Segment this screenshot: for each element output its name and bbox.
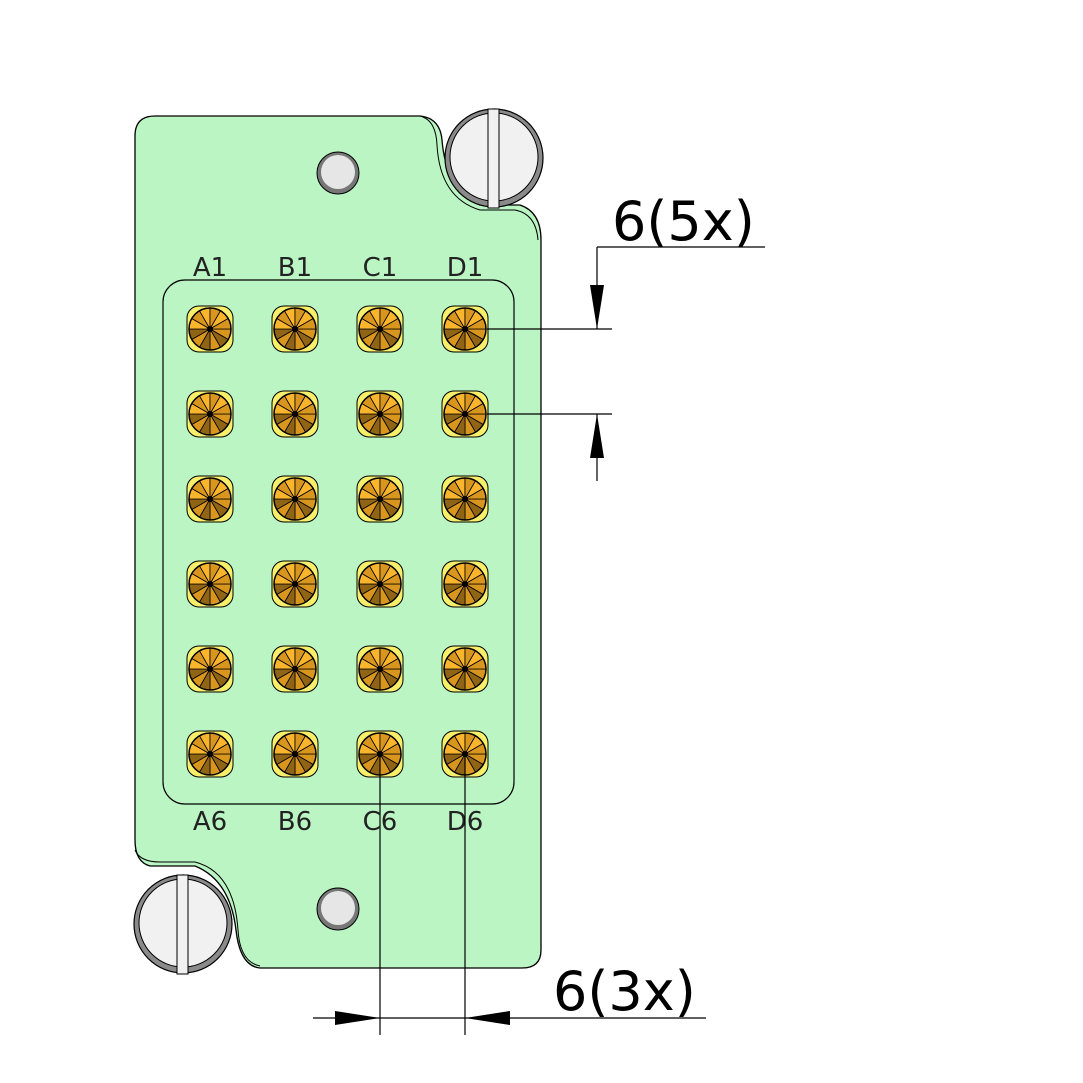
contact-pin [356,560,404,608]
contact-pin [186,730,234,778]
connector-board [134,115,542,969]
screw-bottom-left [133,874,233,975]
corner-notch-line [134,849,261,967]
column-label-top: C1 [363,253,398,283]
contact-pin [356,305,404,353]
guide-pin-bottom [316,887,360,931]
contact-pin [441,645,489,693]
contact-pin [356,645,404,693]
dimension-vertical-pitch [487,246,765,481]
contact-pin [186,560,234,608]
dimension-horizontal-pitch [313,754,706,1035]
contact-pin [441,390,489,438]
corner-notch-line [419,115,539,241]
contact-pin [441,475,489,523]
screw-top-right [444,108,544,209]
contact-field-outline [162,279,515,805]
contact-pin [441,560,489,608]
column-label-top: B1 [278,253,312,283]
contact-pin [356,390,404,438]
contact-pin [271,730,319,778]
contact-pin [271,390,319,438]
contact-pin [186,645,234,693]
contact-pin [186,305,234,353]
contact-pin [441,305,489,353]
dimension-label-horizontal: 6(3x) [553,960,696,1023]
column-label-bottom: A6 [193,807,227,837]
column-label-bottom: B6 [278,807,312,837]
dimension-label-vertical: 6(5x) [612,190,755,253]
guide-pin-top [316,151,360,195]
contact-pin [271,475,319,523]
contact-pin [441,730,489,778]
contact-pin [271,645,319,693]
contact-pin [186,475,234,523]
contact-pin [186,390,234,438]
contact-pin [356,475,404,523]
contact-pin [271,305,319,353]
column-label-top: D1 [447,253,484,283]
contact-pin [271,560,319,608]
column-label-top: A1 [193,253,227,283]
